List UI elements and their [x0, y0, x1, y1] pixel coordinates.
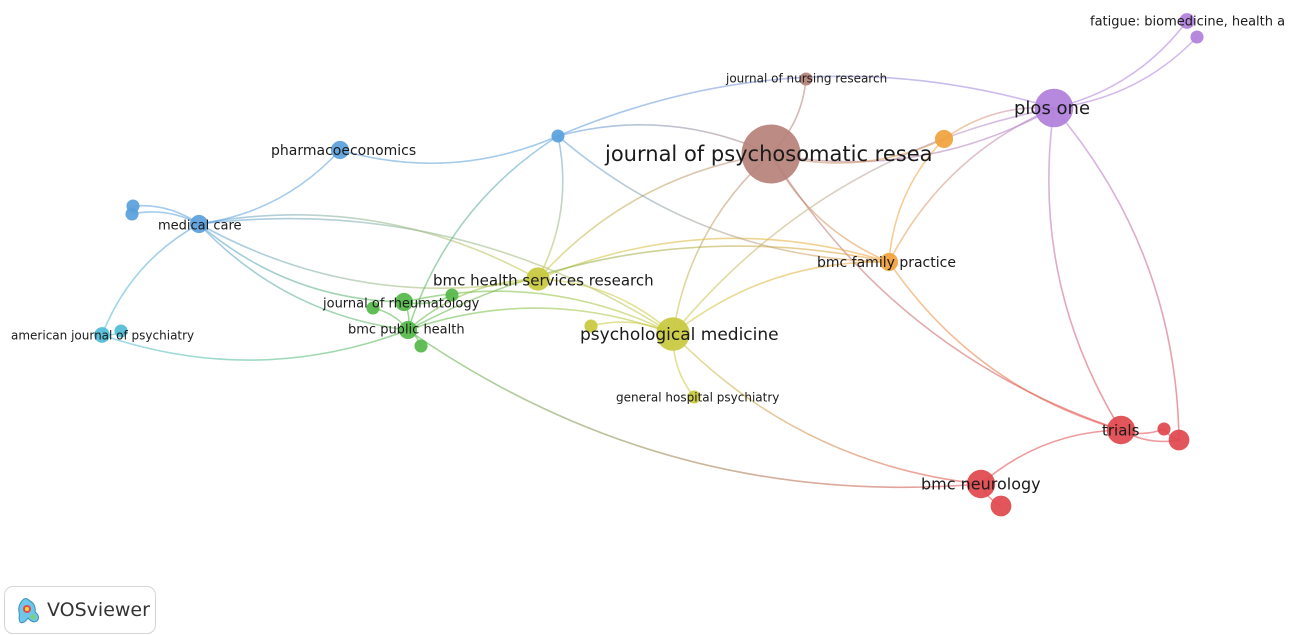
link-pharm-b1	[339, 135, 559, 164]
link-bfp-bph	[407, 245, 890, 331]
node-b3[interactable]	[125, 207, 139, 221]
node-jrh[interactable]	[394, 292, 414, 312]
label-jrh: journal of rheumatology	[322, 297, 480, 312]
label-ajp: american journal of psychiatry	[11, 329, 194, 343]
label-mc: medical care	[158, 219, 242, 234]
label-trials: trials	[1102, 422, 1140, 440]
network-links	[101, 20, 1198, 507]
link-bhsr-b1	[537, 135, 564, 280]
link-bfp-bhsr	[537, 237, 890, 280]
link-plos-pm	[672, 107, 1055, 335]
link-mc-bhsr	[198, 223, 539, 289]
label-jnr: journal of nursing research	[725, 72, 887, 86]
node-or1[interactable]	[934, 129, 954, 149]
vosviewer-logo-text: VOSviewer	[47, 599, 150, 621]
node-c2[interactable]	[114, 324, 128, 338]
label-fatigue: fatigue: biomedicine, health a	[1090, 15, 1285, 30]
node-pm[interactable]	[656, 317, 690, 351]
link-jpr-bhsr	[537, 153, 772, 280]
label-jpr: journal of psychosomatic resea	[604, 142, 933, 166]
vosviewer-logo: VOSviewer	[4, 586, 156, 634]
network-labels: journal of psychosomatic resea journal of…	[11, 15, 1285, 494]
node-ajp[interactable]	[94, 327, 110, 343]
link-pm-bhsr	[537, 278, 674, 335]
link-plos-trials	[1048, 107, 1122, 431]
link-bph-bn	[407, 329, 982, 489]
node-r2[interactable]	[1168, 429, 1190, 451]
node-jpr[interactable]	[741, 124, 801, 184]
node-trials[interactable]	[1106, 415, 1136, 445]
label-bph: bmc public health	[348, 323, 465, 338]
vosviewer-logo-icon	[18, 598, 39, 624]
link-ajp-bph	[101, 329, 409, 361]
link-or1-bfp	[888, 138, 945, 263]
node-g1[interactable]	[366, 301, 380, 315]
link-plos-bfp	[888, 107, 1055, 263]
node-bfp[interactable]	[879, 252, 899, 272]
link-bhsr-bph	[407, 278, 539, 331]
link-mc-bph	[198, 223, 409, 331]
node-y1[interactable]	[584, 319, 598, 333]
node-bn[interactable]	[966, 469, 996, 499]
node-b1[interactable]	[551, 129, 565, 143]
node-fatigue[interactable]	[1179, 13, 1195, 29]
link-mc-pharm	[198, 149, 341, 225]
node-bhsr[interactable]	[526, 267, 550, 291]
link-pm-jrh	[403, 290, 674, 335]
link-b1-bph	[407, 135, 559, 331]
label-pm: psychological medicine	[580, 325, 779, 345]
network-nodes	[94, 13, 1204, 517]
link-plos-p2	[1053, 36, 1198, 109]
link-b1-bfp	[557, 135, 890, 263]
link-bfp-pm	[672, 261, 890, 335]
node-g3[interactable]	[414, 339, 428, 353]
link-pm-mc	[198, 217, 674, 335]
node-jnr[interactable]	[799, 72, 813, 86]
node-mc[interactable]	[189, 214, 209, 234]
link-r2-plos	[1053, 107, 1180, 441]
node-r3[interactable]	[990, 495, 1012, 517]
link-trials-bn	[980, 429, 1122, 485]
node-plos[interactable]	[1034, 88, 1074, 128]
link-bhsr-mc	[198, 214, 539, 280]
link-mc-ajp	[101, 223, 200, 336]
node-r1[interactable]	[1157, 422, 1171, 436]
node-ghp[interactable]	[687, 390, 701, 404]
link-bfp-trials	[888, 261, 1122, 431]
label-bn: bmc neurology	[921, 475, 1041, 494]
link-jpr-trials	[770, 153, 1122, 431]
label-plos: plos one	[1014, 98, 1090, 119]
label-bhsr: bmc health services research	[433, 272, 654, 290]
node-p2[interactable]	[1190, 30, 1204, 44]
node-g2[interactable]	[445, 288, 459, 302]
node-bph[interactable]	[398, 320, 418, 340]
node-pharm[interactable]	[330, 140, 350, 160]
label-ghp: general hospital psychiatry	[616, 391, 779, 405]
label-bfp: bmc family practice	[817, 255, 956, 271]
link-pm-bn	[672, 333, 982, 485]
label-pharm: pharmacoeconomics	[271, 143, 416, 159]
link-mc-jrh	[198, 223, 405, 303]
